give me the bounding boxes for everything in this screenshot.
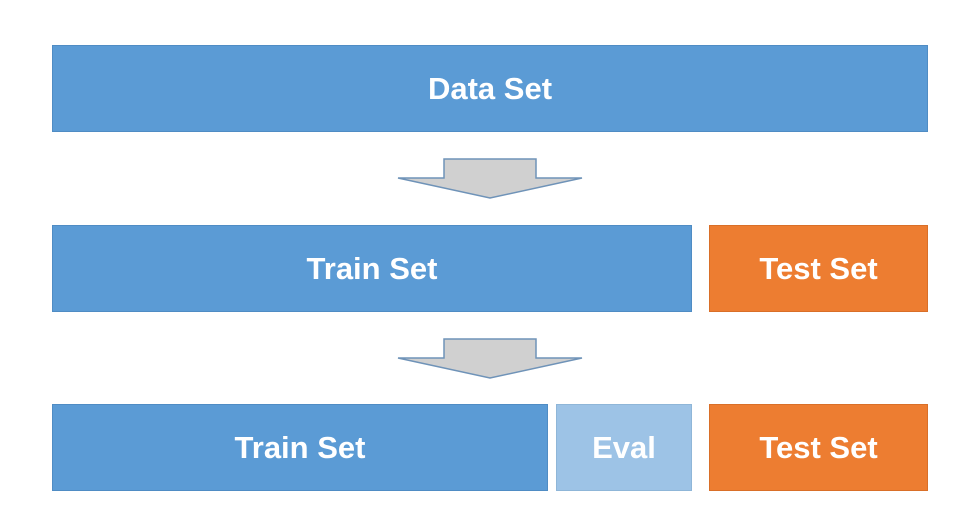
eval-label: Eval xyxy=(592,429,656,465)
data-set-label: Data Set xyxy=(427,70,553,106)
train-set-label: Train Set xyxy=(306,250,438,286)
test-set-block: Test Set xyxy=(709,404,928,491)
test-set-block: Test Set xyxy=(709,225,928,312)
train-set-label: Train Set xyxy=(234,429,366,465)
data-set-block: Data Set xyxy=(52,45,928,132)
train-set-block: Train Set xyxy=(52,225,692,312)
train-set-block: Train Set xyxy=(52,404,548,491)
test-set-label: Test Set xyxy=(759,429,878,465)
down-arrow-icon xyxy=(397,338,583,379)
eval-block: Eval xyxy=(556,404,692,491)
down-arrow-icon xyxy=(397,158,583,199)
test-set-label: Test Set xyxy=(759,250,878,286)
